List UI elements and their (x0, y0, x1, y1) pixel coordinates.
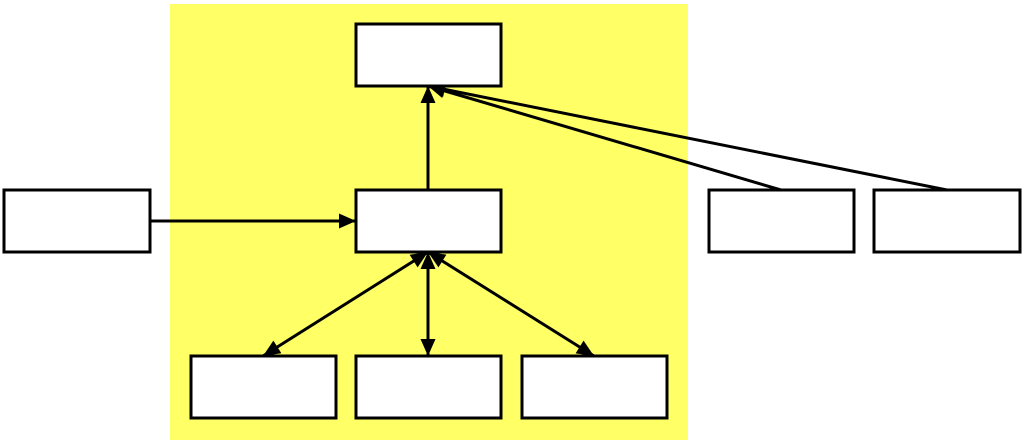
node-box (2, 188, 152, 254)
node-box (189, 354, 338, 420)
node-right-1 (707, 188, 856, 254)
node-right-2 (872, 188, 1022, 254)
arrowhead-end (339, 213, 356, 229)
arrowhead-start (420, 252, 436, 269)
edge-center-to-bottom-right (427, 250, 595, 358)
edge-center-to-bottom-left (262, 250, 429, 358)
node-center (354, 188, 503, 254)
node-box (520, 354, 669, 420)
node-bottom-left (189, 354, 338, 420)
edge-center-to-top (420, 86, 436, 190)
arrowhead-start (409, 252, 428, 268)
edge-center-to-bottom-middle (420, 252, 436, 356)
node-bottom-right (520, 354, 669, 420)
node-box (354, 22, 503, 88)
edge-line (427, 84, 782, 192)
arrowhead-start (428, 252, 447, 268)
arrowhead-end (420, 339, 436, 356)
edge-left-to-center (150, 213, 356, 229)
edge-line (262, 250, 429, 358)
arrowhead-end (575, 340, 594, 356)
edge-line (427, 250, 595, 358)
edge-line (427, 84, 948, 192)
node-box (707, 188, 856, 254)
node-box (354, 188, 503, 254)
node-box (354, 354, 503, 420)
node-top (354, 22, 503, 88)
nodes-layer (2, 22, 1022, 420)
node-box (872, 188, 1022, 254)
arrowhead-end (263, 340, 282, 356)
arrowhead-end (420, 86, 436, 103)
node-left (2, 188, 152, 254)
node-bottom-middle (354, 354, 503, 420)
